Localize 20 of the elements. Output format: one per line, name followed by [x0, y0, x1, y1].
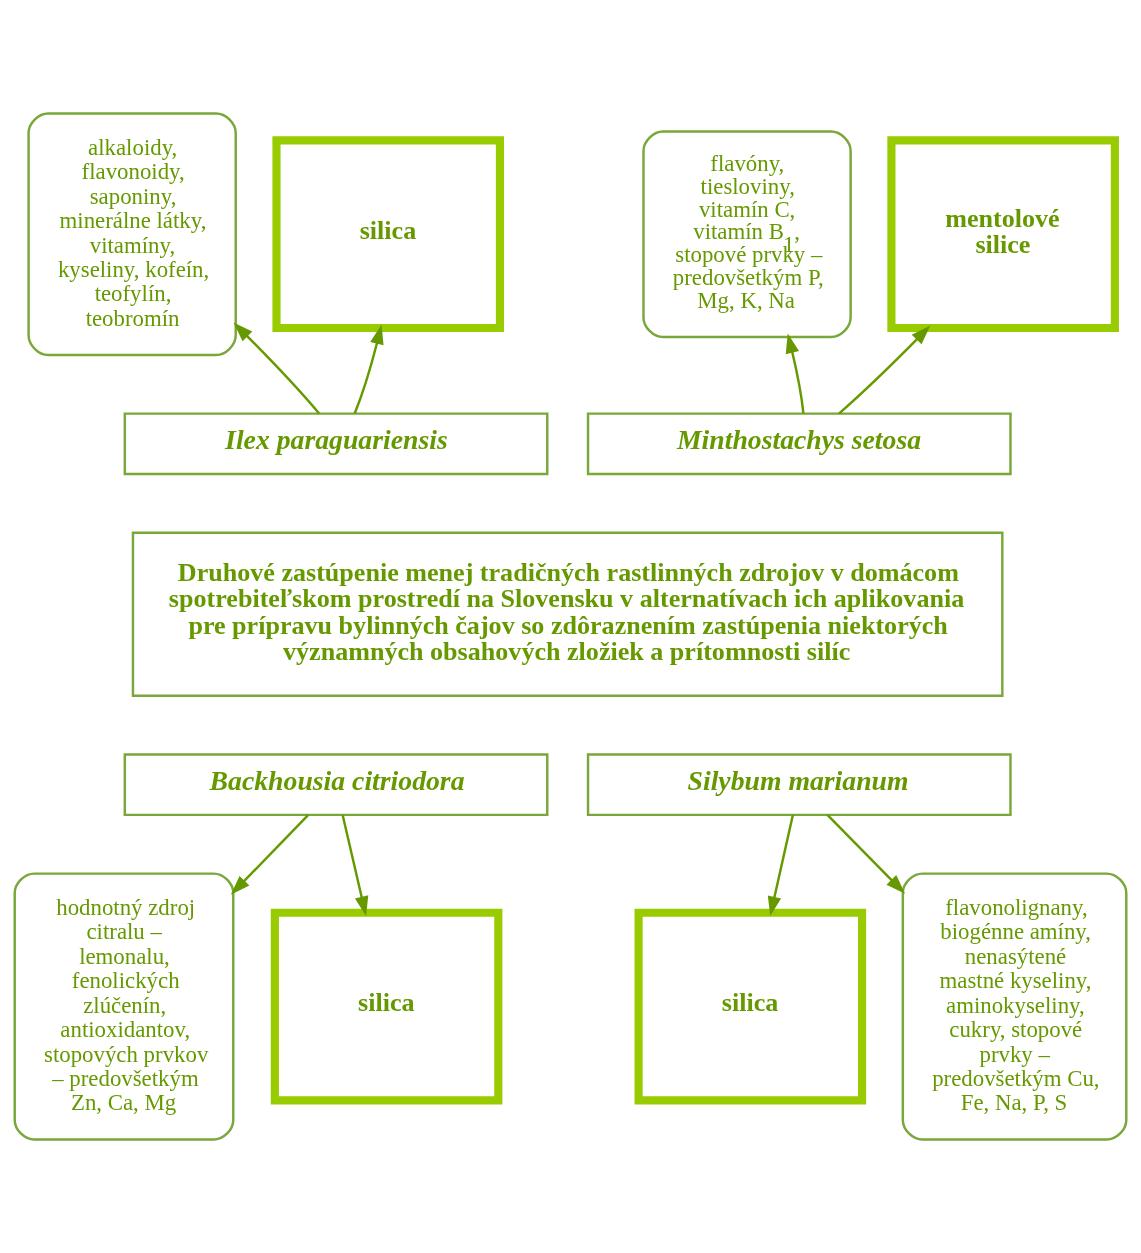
arrow [785, 333, 805, 414]
node-box: Druhové zastúpenie menej tradičných rastlinných zdrojov v domácom spotrebiteľskom prostredí na Slovensku v alternatívach ich aplikovania pre prípravu bylinných čajov so zdôraznením zastúpenia niektorých významných obsahových zložiek a prítomnosti silíc [131, 531, 1004, 698]
arrow [826, 814, 906, 894]
arrow [233, 322, 321, 415]
arrow [341, 814, 369, 916]
arrow [838, 325, 931, 415]
node-box: Minthostachys setosa [586, 412, 1012, 476]
node-box: Ilex paraguariensis [123, 412, 549, 476]
node-box: silica [270, 908, 503, 1105]
node-box: hodnotný zdroj citralu – lemonalu, fenolických zlúčenín, antioxidantov, stopových prvkov – predovšetkým Zn, Ca, Mg [13, 872, 235, 1141]
node-box: flavonolignany, biogénne amíny, nenasýtené mastné kyseliny, aminokyseliny, cukry, stopové prvky – predovšetkým Cu, Fe, Na, P, S [901, 872, 1128, 1141]
arrow [230, 814, 310, 895]
node-box: Backhousia citriodora [123, 753, 549, 817]
node-box: mentolové silice [887, 136, 1119, 333]
node-box: alkaloidy, flavonoidy, saponiny, minerálne látky, vitamíny, kyseliny, kofeín, teofylín, teobromín [27, 112, 237, 357]
node-box: Silybum marianum [586, 753, 1012, 817]
arrow [767, 814, 795, 916]
node-box: silica [634, 908, 867, 1105]
node-box: silica [272, 136, 505, 333]
arrow [353, 324, 384, 414]
